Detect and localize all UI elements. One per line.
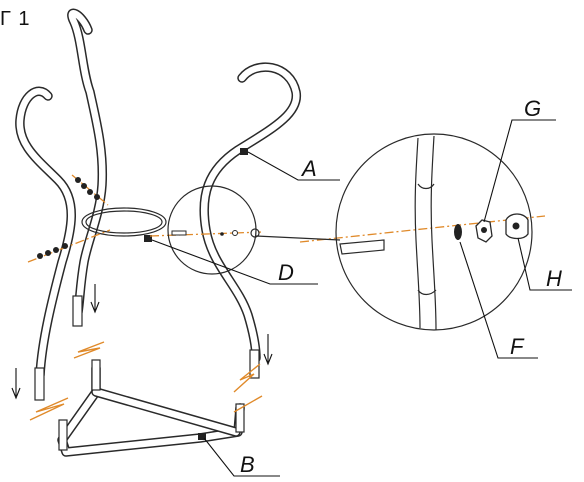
cut-marks xyxy=(29,341,263,421)
callout-label-H: H xyxy=(546,266,562,291)
callout-A: A xyxy=(247,151,340,181)
base-frame xyxy=(57,359,245,457)
leg-left xyxy=(15,86,76,380)
callout-label-D: D xyxy=(278,260,294,285)
callout-label-G: G xyxy=(524,96,541,121)
callout-D: D xyxy=(151,239,318,285)
leg-center-tall xyxy=(67,8,108,317)
ring xyxy=(81,207,167,237)
callout-F: F xyxy=(459,241,538,359)
callout-label-F: F xyxy=(510,334,525,359)
down-arrow-icon xyxy=(11,368,21,400)
joint-marker-D xyxy=(144,235,152,242)
callout-G: G xyxy=(483,96,556,223)
down-arrow-icon xyxy=(263,334,273,366)
callout-B: B xyxy=(203,437,280,477)
joint-marker-A xyxy=(240,148,248,155)
fasteners-left xyxy=(37,177,100,259)
callout-label-A: A xyxy=(300,156,317,181)
detail-connector xyxy=(255,235,341,241)
leg-end-tubes xyxy=(34,295,260,401)
callout-H: H xyxy=(517,237,572,291)
down-arrow-icon xyxy=(90,284,100,314)
fasteners-right xyxy=(171,228,260,238)
step-label: Г 1 xyxy=(0,8,31,30)
callout-label-B: B xyxy=(240,452,255,477)
leg-right xyxy=(199,62,301,363)
detail-circle-small xyxy=(167,185,257,275)
detail-circle-large xyxy=(335,133,533,331)
